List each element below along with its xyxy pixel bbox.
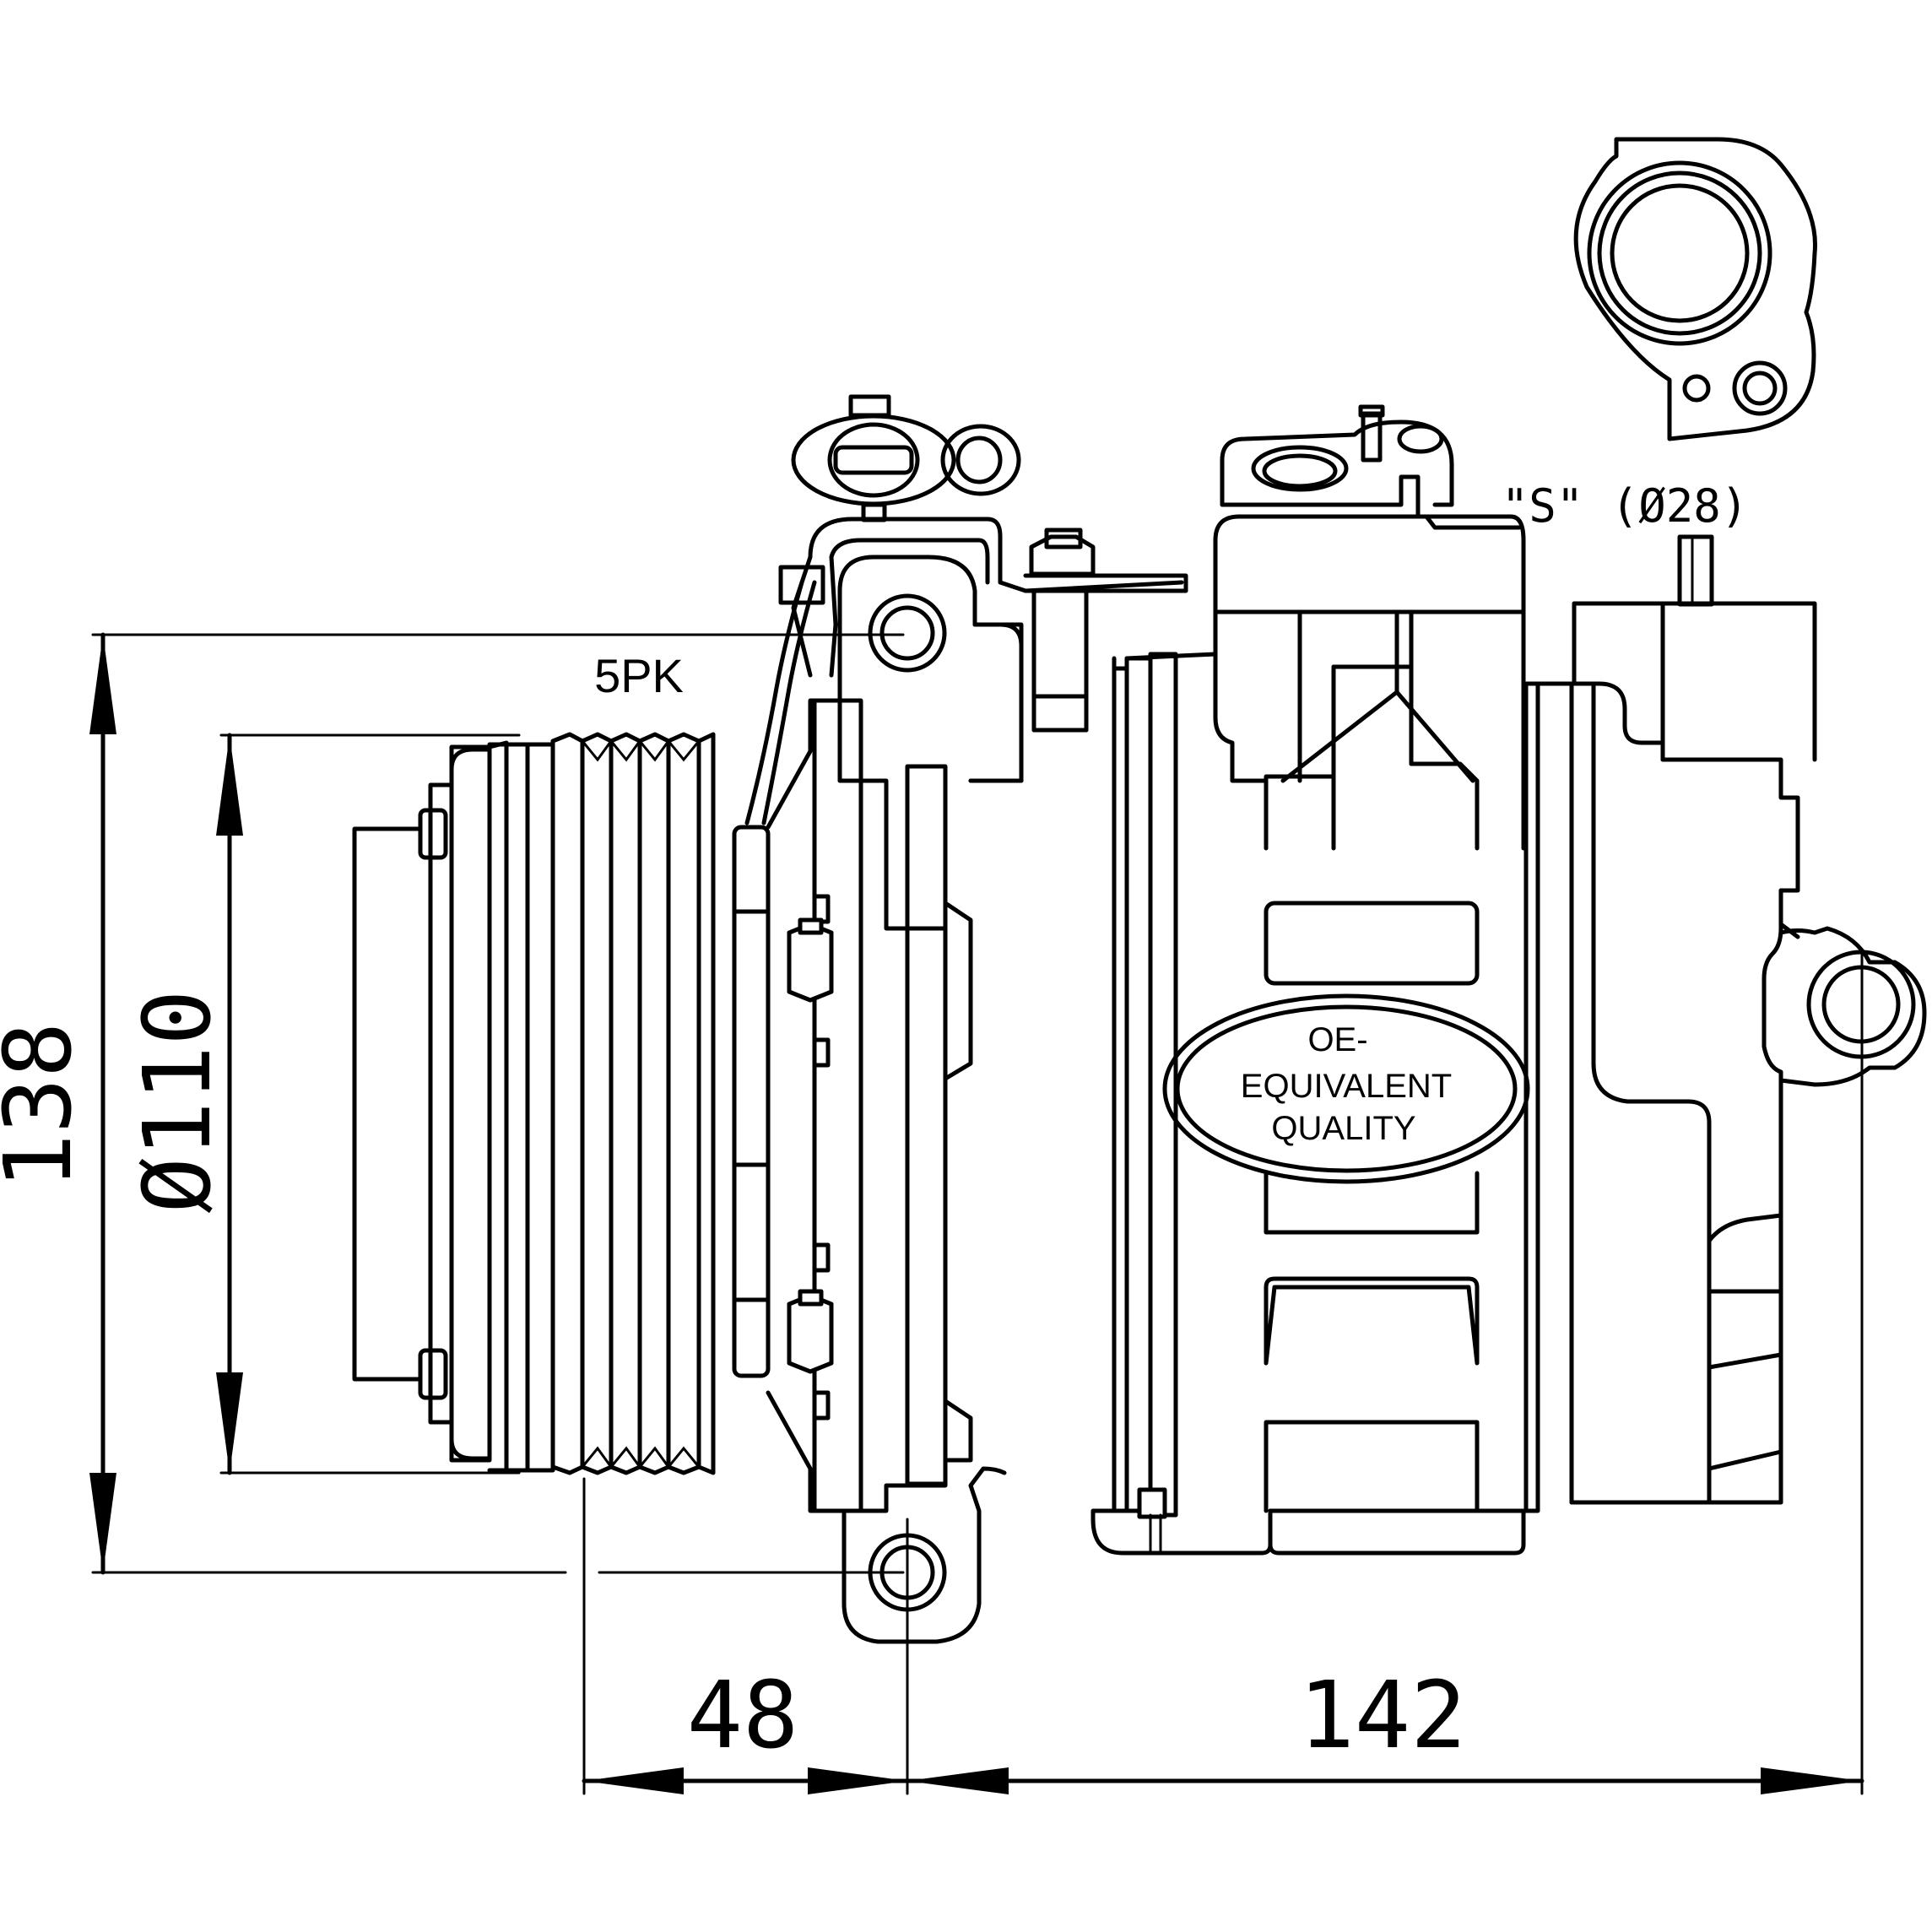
dimension-142	[905, 952, 1864, 1795]
dim-110-label: Ø110	[123, 990, 231, 1214]
oe-quality-badge	[1162, 993, 1530, 1184]
top-mounting-ear	[837, 555, 1024, 783]
port-flange	[1573, 137, 1817, 441]
clutch-coil-housing	[732, 825, 771, 1378]
dim-48-label: 48	[687, 1661, 798, 1769]
dim-138-label: 138	[0, 1022, 92, 1190]
dimension-diameter-110	[216, 733, 521, 1475]
wiring-connector	[744, 394, 1188, 825]
clutch-hub	[352, 740, 509, 1463]
front-housing	[766, 698, 973, 1513]
pulley-grooves	[550, 732, 716, 1475]
suction-port-block	[1213, 404, 1526, 851]
dimension-48	[582, 1477, 910, 1795]
port-label: "S" (Ø28)	[1502, 479, 1749, 533]
belt-type-label: 5PK	[594, 649, 684, 702]
dim-142-label: 142	[1299, 1661, 1467, 1769]
rear-housing	[1535, 534, 1927, 1505]
badge-line-3: QUALITY	[1271, 1110, 1415, 1147]
dimension-138	[89, 632, 905, 1575]
badge-line-1: OE-	[1307, 1021, 1367, 1058]
bottom-mounting-ear	[842, 1466, 1007, 1644]
pulley-cover	[449, 742, 555, 1473]
badge-line-2: EQUIVALENT	[1241, 1068, 1452, 1105]
housing-top-edge	[968, 622, 1218, 783]
bracket-bolt	[1029, 528, 1096, 733]
